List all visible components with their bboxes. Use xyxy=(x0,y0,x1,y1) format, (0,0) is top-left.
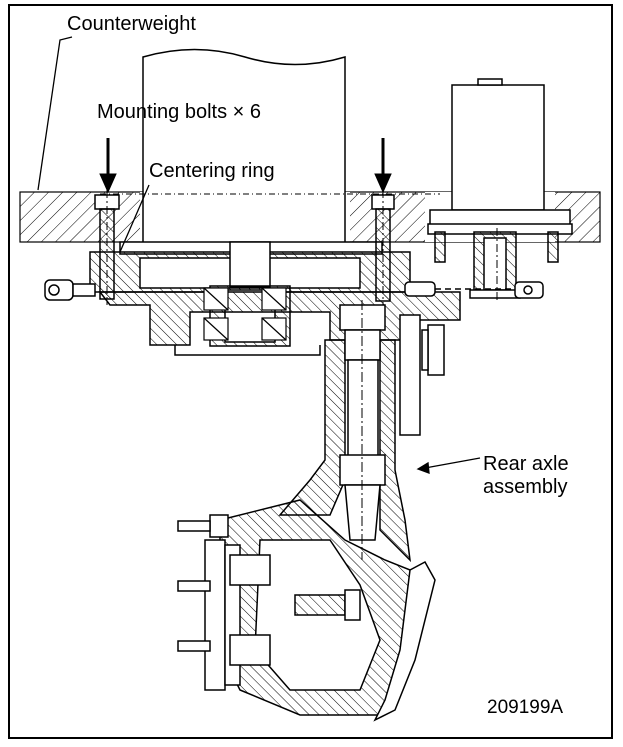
bolt-arrows xyxy=(99,138,392,194)
right-clamps xyxy=(404,281,544,376)
leader-centering-ring xyxy=(119,184,150,253)
wheel-studs xyxy=(177,514,229,652)
left-clamp xyxy=(44,279,96,301)
mounting-bolt-right xyxy=(371,190,395,305)
leader-counterweight xyxy=(37,36,73,191)
leader-rear-axle xyxy=(424,457,481,469)
motor-housing xyxy=(100,48,440,242)
figure-id: 209199A xyxy=(487,697,564,718)
hub-case xyxy=(204,499,436,722)
bearings xyxy=(203,287,287,341)
mounting-bolt-left xyxy=(94,190,120,305)
label-centering-ring: Centering ring xyxy=(149,160,275,182)
label-rear-axle-line2: assembly xyxy=(483,476,568,498)
label-rear-axle-assembly: Rear axle assembly xyxy=(483,453,569,499)
leader-lines xyxy=(37,36,481,474)
drive-column xyxy=(278,300,421,563)
label-mounting-bolts: Mounting bolts × 6 xyxy=(97,101,261,123)
label-rear-axle-line1: Rear axle xyxy=(483,453,569,475)
gearbox-housing xyxy=(427,78,573,300)
label-counterweight: Counterweight xyxy=(67,13,196,35)
